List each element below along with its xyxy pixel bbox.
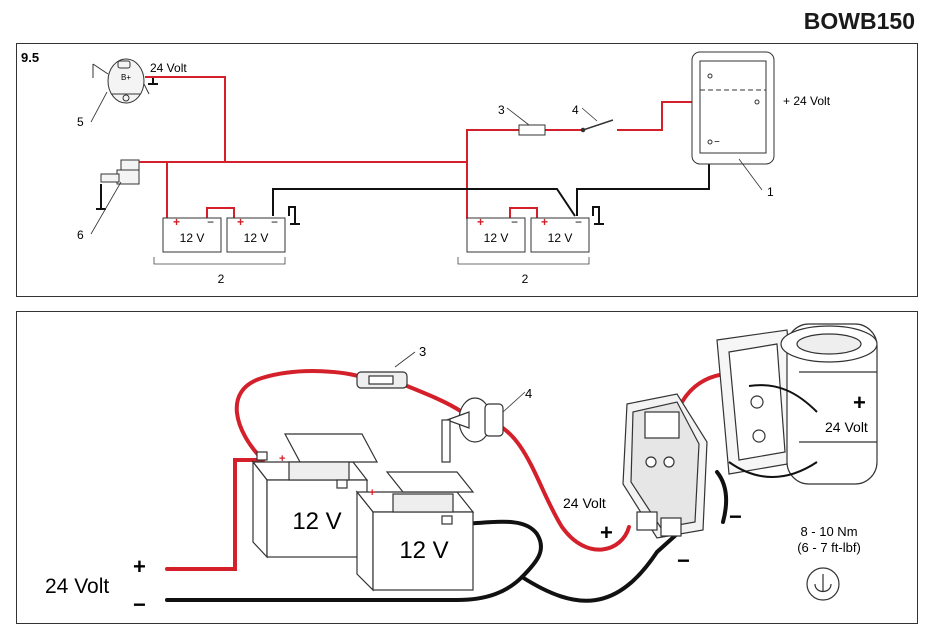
svg-text:−: −	[271, 215, 278, 229]
positive-sign: +	[853, 390, 866, 415]
fuse-icon	[518, 124, 546, 136]
thruster-motor-icon	[716, 323, 878, 485]
alternator-terminal-label: B+	[121, 73, 131, 82]
battery-icon	[466, 217, 526, 253]
wiring-schematic: 9.5 B+ 24 Volt	[21, 50, 831, 286]
battery-icon	[530, 217, 590, 253]
alternator-voltage-label: 24 Volt	[150, 61, 187, 75]
svg-text:+: +	[541, 215, 548, 229]
svg-text:−: −	[575, 215, 582, 229]
callout-batteries: 2	[522, 272, 529, 286]
svg-text:+: +	[279, 453, 285, 465]
callout-batteries: 2	[218, 272, 225, 286]
controller-box: −	[691, 51, 775, 165]
torque-nm-label: 8 - 10 Nm	[800, 524, 857, 539]
negative-sign: −	[677, 548, 690, 573]
switch-icon	[580, 119, 614, 133]
installation-illustration: 3 4 + 12 V + 12 V	[45, 323, 878, 617]
battery-icon	[355, 471, 475, 592]
svg-text:−: −	[714, 137, 720, 148]
torque-ftlbf-label: (6 - 7 ft-lbf)	[797, 540, 861, 555]
positive-sign: +	[133, 554, 146, 579]
svg-text:−: −	[207, 215, 214, 229]
thruster-controller-icon	[622, 393, 708, 539]
battery-icon	[251, 433, 379, 559]
callout-starter: 6	[77, 228, 84, 242]
svg-text:+: +	[173, 215, 180, 229]
arrow-icon	[728, 461, 818, 478]
positive-24v-label: + 24 Volt	[783, 94, 831, 108]
svg-text:+: +	[477, 215, 484, 229]
svg-text:−: −	[511, 215, 518, 229]
battery-voltage-label: 12 V	[399, 537, 448, 564]
battery-icon	[226, 217, 286, 253]
callout-controller: 1	[767, 185, 774, 199]
cable-voltage-label: 24 Volt	[563, 495, 606, 511]
callout-switch: 4	[525, 386, 532, 401]
battery-voltage-label: 12 V	[180, 231, 205, 245]
negative-sign: −	[133, 592, 146, 617]
negative-wiring	[272, 141, 710, 225]
wiring-schematic-panel: 9.5 B+ 24 Volt	[16, 43, 918, 297]
ground-icon	[96, 184, 106, 210]
arrow-icon	[748, 384, 818, 413]
battery-icon	[162, 217, 222, 253]
callout-alternator: 5	[77, 115, 84, 129]
main-switch-icon	[441, 397, 504, 463]
negative-sign: −	[729, 504, 742, 529]
main-voltage-label: 24 Volt	[45, 575, 109, 598]
callout-fuse: 3	[419, 344, 426, 359]
fuse-holder-icon	[356, 371, 408, 389]
torque-wrench-icon	[806, 567, 840, 601]
callout-fuse: 3	[498, 103, 505, 117]
positive-wiring	[139, 76, 757, 219]
battery-voltage-label: 12 V	[292, 508, 341, 535]
battery-voltage-label: 12 V	[244, 231, 269, 245]
thruster-voltage-label: 24 Volt	[825, 419, 868, 435]
battery-voltage-label: 12 V	[484, 231, 509, 245]
callout-switch: 4	[572, 103, 579, 117]
installation-illustration-panel: 3 4 + 12 V + 12 V	[16, 311, 918, 624]
section-number: 9.5	[21, 50, 39, 65]
alternator-icon	[92, 58, 150, 104]
ground-icon	[145, 76, 158, 85]
battery-group-left: + − + − 12 V 12 V	[153, 215, 286, 265]
starter-motor-icon	[100, 159, 140, 185]
svg-text:+: +	[369, 487, 375, 499]
battery-group-right: + − + − 12 V 12 V	[457, 215, 590, 265]
positive-sign: +	[600, 520, 613, 545]
svg-text:+: +	[237, 215, 244, 229]
model-title: BOWB150	[803, 8, 915, 34]
battery-voltage-label: 12 V	[548, 231, 573, 245]
